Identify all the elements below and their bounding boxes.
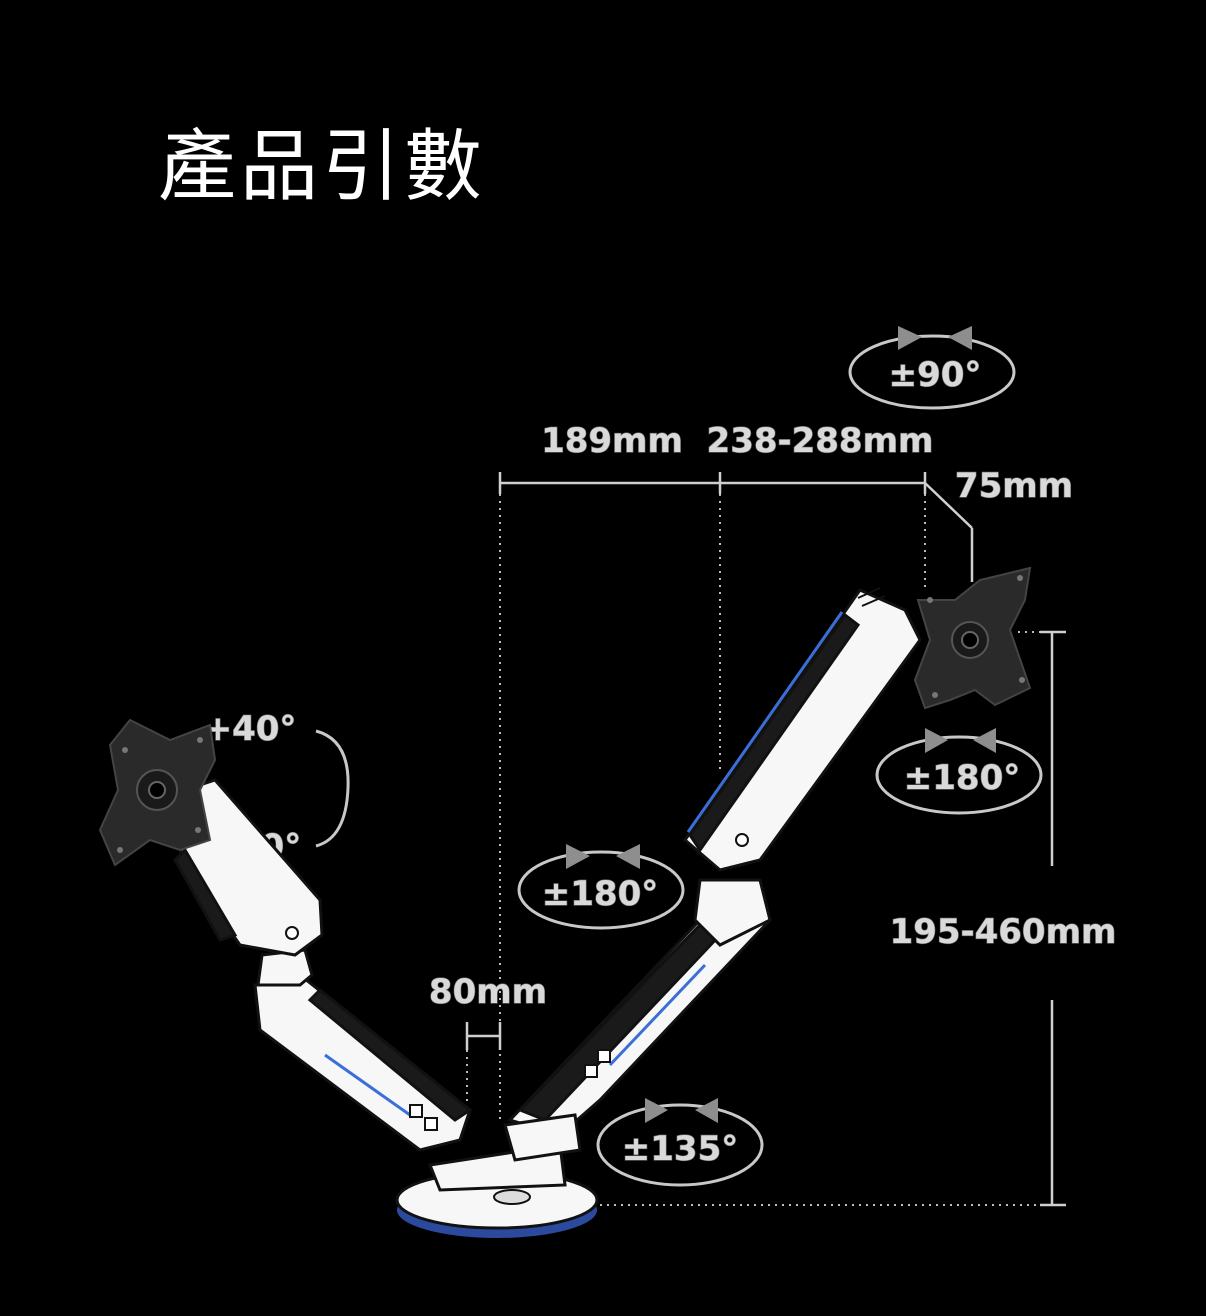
rotate-right-arrow-icon [645, 1098, 668, 1123]
rotate-right-arrow-icon [898, 326, 922, 350]
rotate-right-arrow-icon [566, 844, 590, 869]
rotate-left-arrow-icon [616, 844, 640, 869]
pole-gap-label: 80mm [429, 972, 547, 1012]
right-monitor-arm [507, 566, 1032, 1137]
rotation-indicator-monitor: ±180° [875, 728, 1043, 815]
dimension-labels: 189mm 238-288mm 75mm 80mm 195-460mm [428, 420, 1117, 1012]
rotate-left-arrow-icon [973, 728, 996, 753]
rotate-right-arrow-icon [925, 728, 948, 753]
rotation-indicator-arm: ±180° [517, 844, 685, 930]
left-monitor-arm [98, 718, 473, 1152]
desk-base [395, 1113, 599, 1238]
vesa-plate-right [913, 566, 1032, 710]
plate-offset-label: 75mm [955, 466, 1073, 506]
monitor-swivel-label: ±180° [904, 758, 1020, 798]
base-swivel-label: ±135° [622, 1129, 738, 1169]
rotation-indicator-top: ±90° [848, 326, 1016, 410]
lower-span-label: 238-288mm [707, 421, 934, 461]
tilt-up-label: +40° [204, 709, 297, 749]
rotate-left-arrow-icon [948, 326, 972, 350]
arm-swivel-label: ±180° [542, 874, 658, 914]
page-title: 產品引數 [158, 122, 487, 212]
dimension-lines [465, 472, 1066, 1207]
upper-span-label: 189mm [541, 421, 683, 461]
top-rotation-label: ±90° [889, 355, 982, 395]
rotate-left-arrow-icon [695, 1098, 718, 1123]
rotation-indicator-base: ±135° [596, 1098, 764, 1187]
height-range-label: 195-460mm [890, 912, 1117, 952]
vesa-plate-left [98, 718, 217, 867]
